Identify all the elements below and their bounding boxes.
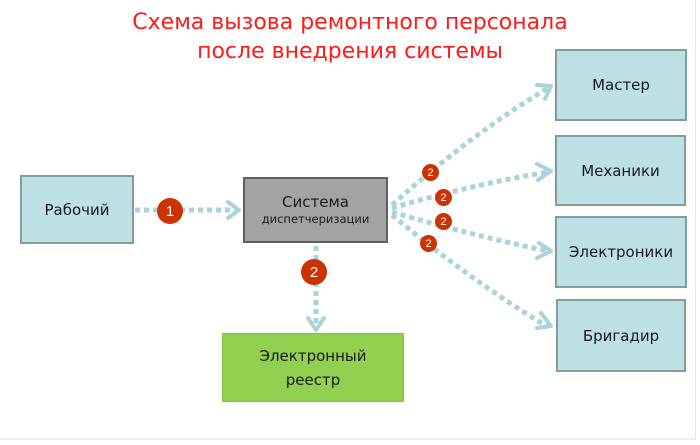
node-electronic-registry[interactable]: Электронный реестр xyxy=(222,333,404,402)
node-electronics[interactable]: Электроники xyxy=(555,216,687,288)
arrowhead-electronics xyxy=(535,241,553,260)
arrowhead-mechanics xyxy=(535,162,553,182)
node-system-label-2: диспетчеризации xyxy=(261,212,370,226)
step-badge-registry: 2 xyxy=(301,259,327,285)
node-worker[interactable]: Рабочий xyxy=(20,175,134,244)
node-electronics-label: Электроники xyxy=(568,243,674,261)
arrowhead-registry xyxy=(306,316,326,332)
step-badge-mechanics: 2 xyxy=(435,189,452,206)
connector-system-master xyxy=(390,85,550,207)
diagram-title-line-2: после внедрения системы xyxy=(197,39,503,64)
connector-system-electronics xyxy=(391,209,549,254)
diagram-title-line-1: Схема вызова ремонтного персонала xyxy=(132,10,568,35)
node-mechanics-label: Механики xyxy=(581,161,660,180)
arrowhead-foreman xyxy=(535,311,553,330)
node-foreman-label: Бригадир xyxy=(582,326,660,345)
node-mechanics[interactable]: Механики xyxy=(555,135,686,206)
node-foreman[interactable]: Бригадир xyxy=(556,299,686,372)
node-worker-label: Рабочий xyxy=(44,200,110,219)
node-system-label-1: Система xyxy=(282,193,349,211)
node-master[interactable]: Мастер xyxy=(555,49,687,121)
connector-system-mechanics xyxy=(391,169,549,211)
step-badge-foreman: 2 xyxy=(420,235,437,252)
step-badge-1: 1 xyxy=(157,198,183,224)
node-dispatch-system[interactable]: Система диспетчеризации xyxy=(243,177,388,243)
node-registry-label-2: реестр xyxy=(285,370,341,389)
arrowhead-system xyxy=(226,200,241,220)
step-badge-electronics: 2 xyxy=(435,213,452,230)
node-registry-label-1: Электронный xyxy=(259,346,367,365)
connector-system-foreman xyxy=(390,213,550,330)
step-badge-master: 2 xyxy=(422,164,439,181)
arrowhead-master xyxy=(535,83,553,101)
node-master-label: Мастер xyxy=(592,76,650,94)
